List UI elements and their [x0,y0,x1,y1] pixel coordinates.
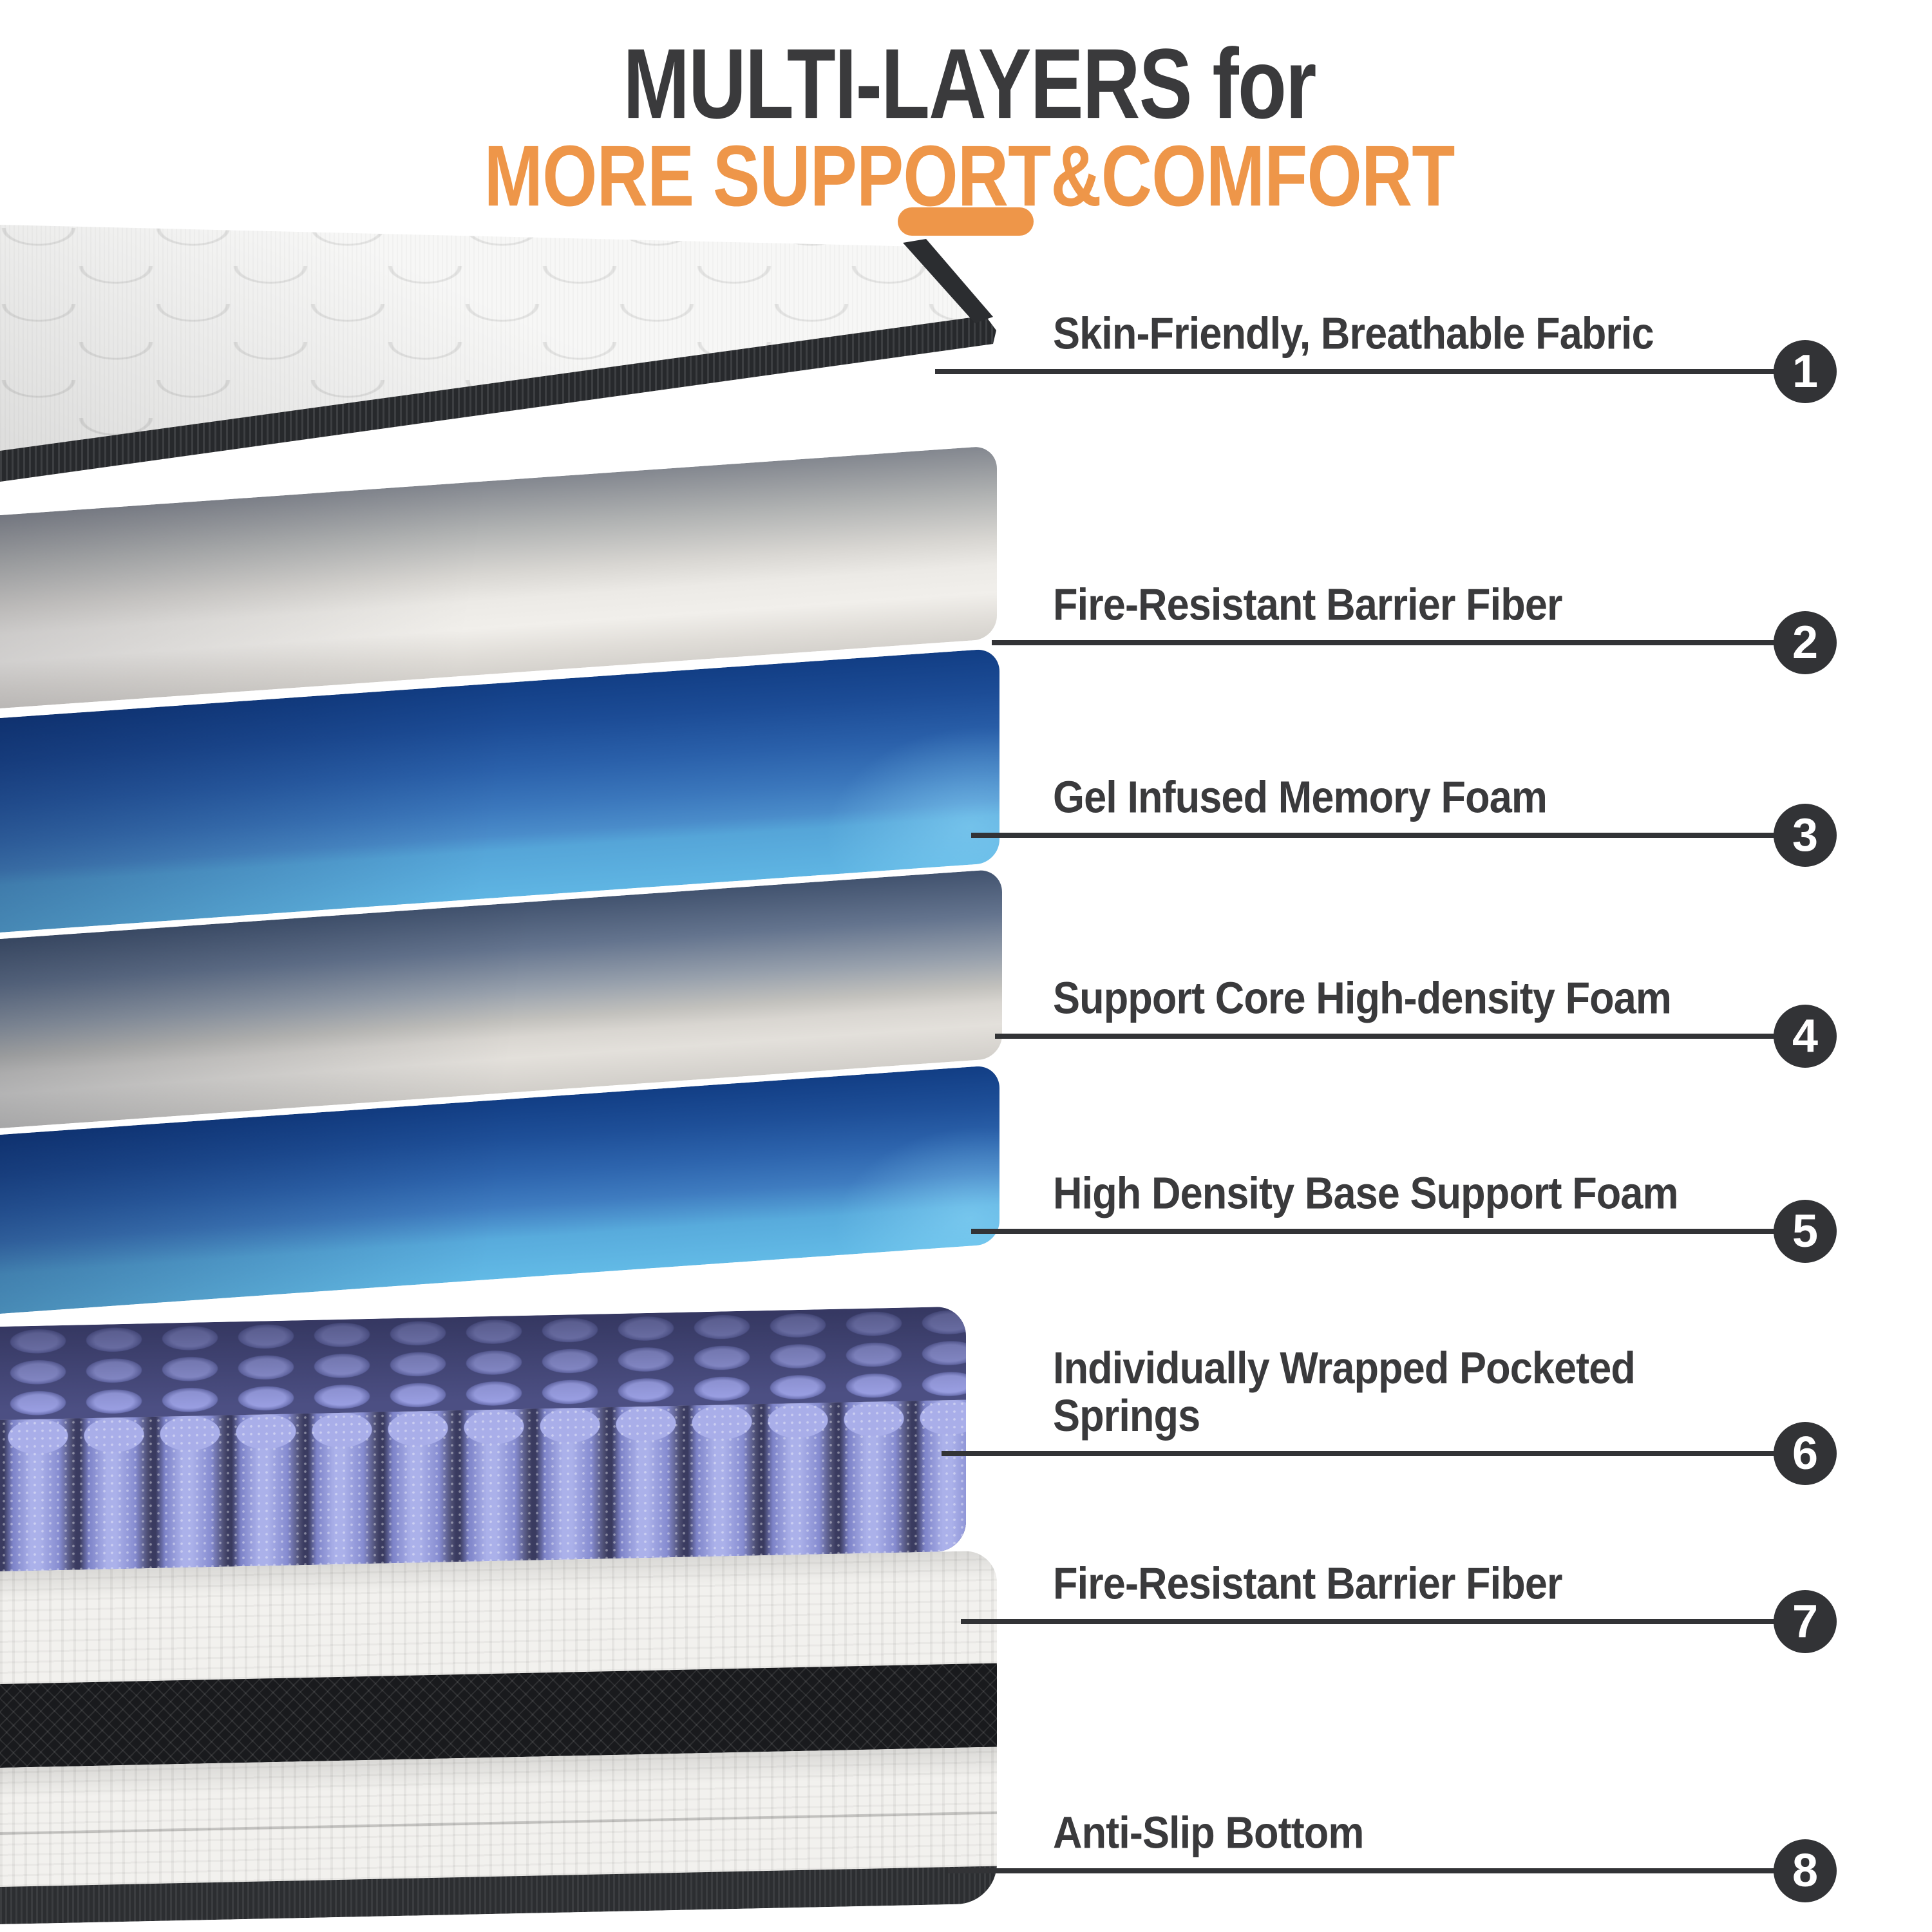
layer-label: Support Core High-density Foam [1053,972,1672,1023]
spring-base-group [0,1306,997,1924]
layer-number: 5 [1792,1206,1819,1257]
callout-line [971,1229,1779,1234]
layer-label: Gel Infused Memory Foam [1053,772,1548,822]
layer-number: 7 [1792,1596,1819,1647]
pocketed-springs-front-face [0,1399,966,1571]
layer-number: 4 [1792,1010,1819,1062]
layer-label: Individually Wrapped Pocketed Springs [1053,1343,1636,1441]
layer-number-badge: 8 [1774,1839,1837,1902]
callout-line [935,369,1779,374]
layer-number-badge: 6 [1774,1422,1837,1485]
layer-bottom-encasement [0,1550,997,1924]
layer-label: Skin-Friendly, Breathable Fabric [1053,308,1654,359]
layer-pocketed-springs [0,1306,966,1571]
layer-number-badge: 7 [1774,1590,1837,1653]
layer-number-badge: 2 [1774,611,1837,674]
layer-label: Fire-Resistant Barrier Fiber [1053,579,1562,630]
callout-line [961,1619,1779,1624]
layer-number-badge: 4 [1774,1005,1837,1068]
callout-line [971,833,1779,838]
layer-number-badge: 1 [1774,340,1837,403]
page-title: MULTI-LAYERS for [623,28,1316,140]
callout-line [995,1034,1779,1039]
layer-number: 8 [1792,1845,1819,1897]
layer-label: Fire-Resistant Barrier Fiber [1053,1558,1562,1609]
layer-fire-barrier-fabric-band [0,1550,997,1684]
layer-number: 1 [1792,346,1819,397]
callout-line [992,640,1779,645]
callout-line [942,1451,1779,1456]
layer-number-badge: 5 [1774,1200,1837,1263]
layer-label: High Density Base Support Foam [1053,1168,1679,1218]
layer-number: 6 [1792,1428,1819,1479]
layer-number-badge: 3 [1774,804,1837,867]
layer-number: 3 [1792,810,1819,861]
callout-line [948,1868,1779,1873]
mattress-exploded-view [0,225,1002,1924]
title-underline-bar [898,207,1034,236]
layer-label: Anti-Slip Bottom [1053,1807,1364,1858]
layer-number: 2 [1792,617,1819,668]
